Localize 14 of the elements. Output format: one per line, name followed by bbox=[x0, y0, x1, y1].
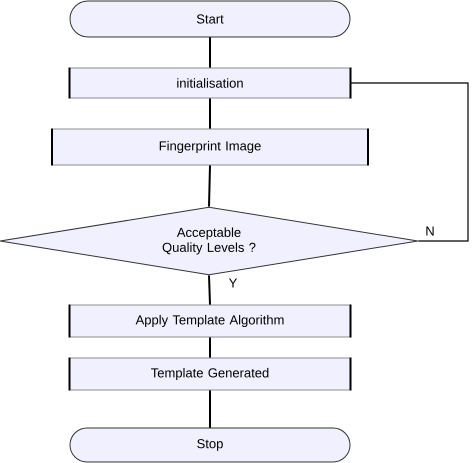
connector-line bbox=[350, 82, 469, 242]
edge-label: N bbox=[424, 226, 436, 236]
connector-line bbox=[208, 275, 211, 305]
connector-line bbox=[209, 338, 211, 358]
process-box: Template Generated bbox=[70, 358, 350, 390]
process-box: Fingerprint Image bbox=[52, 128, 368, 166]
process-box: initialisation bbox=[70, 68, 350, 98]
connector-line bbox=[209, 98, 211, 128]
edge-label: Y bbox=[228, 278, 238, 288]
connector-line bbox=[208, 165, 211, 207]
connector-line bbox=[209, 38, 211, 68]
connector-line bbox=[209, 390, 211, 428]
process-box: Apply Template Algorithm bbox=[70, 304, 350, 338]
terminal-oval: Stop bbox=[70, 428, 350, 462]
